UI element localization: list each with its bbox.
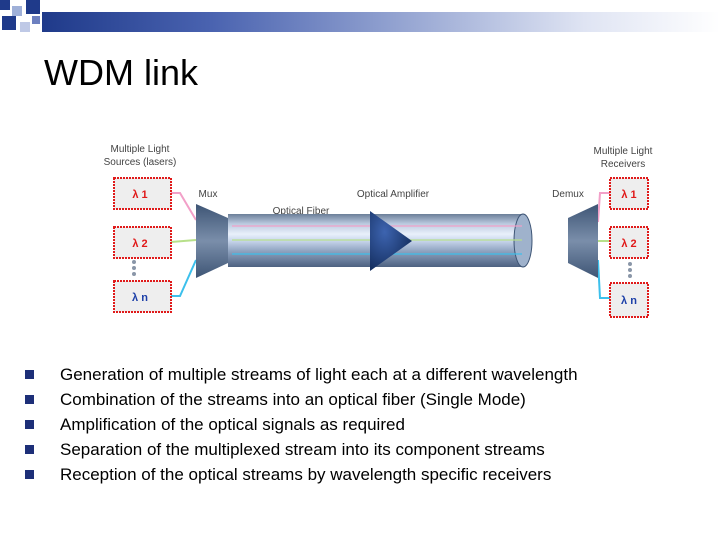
bullet-item: Combination of the streams into an optic… <box>20 387 710 412</box>
bullet-item: Generation of multiple streams of light … <box>20 362 710 387</box>
bullet-text: Combination of the streams into an optic… <box>60 390 526 409</box>
demux-label: Demux <box>552 189 584 200</box>
mux-label: Mux <box>199 189 218 200</box>
decor-square-2 <box>12 6 22 16</box>
bullet-square-icon <box>25 445 34 454</box>
bullet-item: Separation of the multiplexed stream int… <box>20 437 710 462</box>
receiver-lambda2-box: λ 2 <box>609 226 649 259</box>
decor-square-5 <box>20 22 30 32</box>
source-lambda1-box: λ 1 <box>113 177 172 210</box>
lambda1-receiver-path <box>597 192 610 223</box>
optical-amplifier-label: Optical Amplifier <box>357 189 430 200</box>
decor-square-4 <box>2 16 16 30</box>
receiver-lambdan-box: λ n <box>609 282 649 318</box>
receivers-label-line2: Receivers <box>601 159 645 170</box>
bullet-item: Reception of the optical streams by wave… <box>20 462 710 487</box>
bullet-square-icon <box>25 420 34 429</box>
demux-shape <box>568 204 598 278</box>
source-ellipsis-dots <box>132 260 136 276</box>
bullet-square-icon <box>25 395 34 404</box>
sources-label-line2: Sources (lasers) <box>104 157 177 168</box>
receiver-ellipsis-dots <box>628 262 632 278</box>
bullet-item: Amplification of the optical signals as … <box>20 412 710 437</box>
bullet-text: Amplification of the optical signals as … <box>60 415 405 434</box>
lambdan-source-path <box>171 259 197 297</box>
receiver-lambda1-box: λ 1 <box>609 177 649 210</box>
bullet-text: Reception of the optical streams by wave… <box>60 465 552 484</box>
lambdan-receiver-path <box>597 259 610 299</box>
decor-square-6 <box>32 16 40 24</box>
wdm-diagram: Multiple Light Sources (lasers) Multiple… <box>104 144 653 318</box>
source-lambda2-label: λ 2 <box>132 238 147 250</box>
decor-square-1 <box>0 0 10 10</box>
source-lambdan-box: λ n <box>113 280 172 313</box>
receiver-lambda1-label: λ 1 <box>621 189 636 201</box>
bullet-list: Generation of multiple streams of light … <box>20 362 710 487</box>
source-lambda1-label: λ 1 <box>132 189 147 201</box>
bullet-square-icon <box>25 470 34 479</box>
lambda1-source-path <box>171 192 197 221</box>
slide-title: WDM link <box>44 52 198 93</box>
bullet-text: Separation of the multiplexed stream int… <box>60 440 545 459</box>
receiver-lambda2-label: λ 2 <box>621 238 636 250</box>
optical-amplifier-icon <box>370 211 412 271</box>
sources-label-line1: Multiple Light <box>111 144 170 155</box>
source-lambda2-box: λ 2 <box>113 226 172 259</box>
lambda2-source-path <box>170 239 197 243</box>
header-gradient-bar <box>42 12 720 32</box>
mux-shape <box>196 204 228 278</box>
bullet-square-icon <box>25 370 34 379</box>
receivers-label-line1: Multiple Light <box>594 146 653 157</box>
receiver-lambdan-label: λ n <box>621 295 637 307</box>
source-lambdan-label: λ n <box>132 292 148 304</box>
bullet-text: Generation of multiple streams of light … <box>60 365 578 384</box>
decor-square-3 <box>26 0 40 14</box>
optical-fiber-label: Optical Fiber <box>273 206 330 217</box>
